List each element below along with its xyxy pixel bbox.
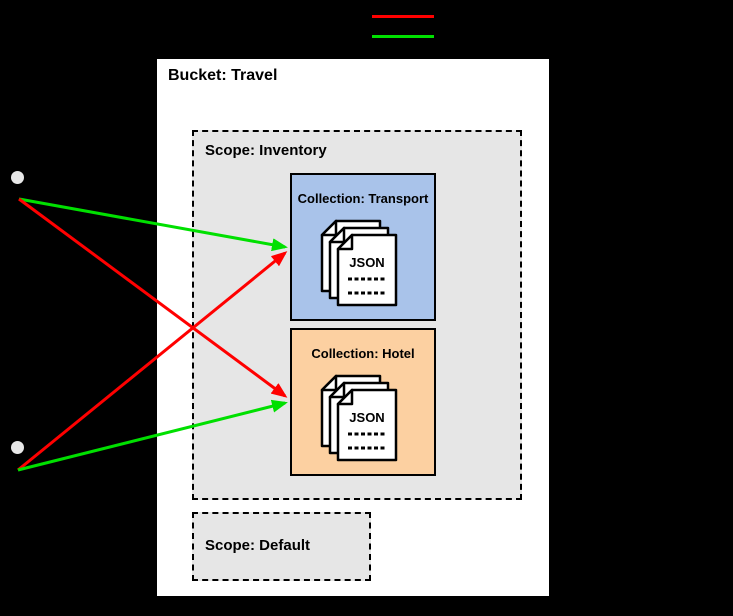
collection-transport-box: Collection: Transport JSON <box>290 173 436 321</box>
json-label: JSON <box>349 410 384 425</box>
json-label: JSON <box>349 255 384 270</box>
bucket-title: Bucket: Travel <box>168 67 278 84</box>
scope-default-box: Scope: Default <box>192 512 371 581</box>
scope-default-title: Scope: Default <box>205 537 311 554</box>
collection-hotel-title: Collection: Hotel <box>311 346 415 361</box>
legend-red-line <box>372 15 434 18</box>
client-dot-top <box>11 171 24 184</box>
collection-hotel-box: Collection: Hotel JSON <box>290 328 436 476</box>
scope-inventory-title: Scope: Inventory <box>205 142 327 159</box>
collection-transport-title: Collection: Transport <box>297 191 429 206</box>
json-documents-icon: JSON <box>320 219 398 307</box>
bucket-travel-box: Bucket: Travel Scope: Inventory Collecti… <box>155 57 551 598</box>
json-documents-icon: JSON <box>320 374 398 462</box>
legend-green-line <box>372 35 434 38</box>
client-dot-bottom <box>11 441 24 454</box>
scope-inventory-box: Scope: Inventory Collection: Transport J… <box>192 130 522 500</box>
